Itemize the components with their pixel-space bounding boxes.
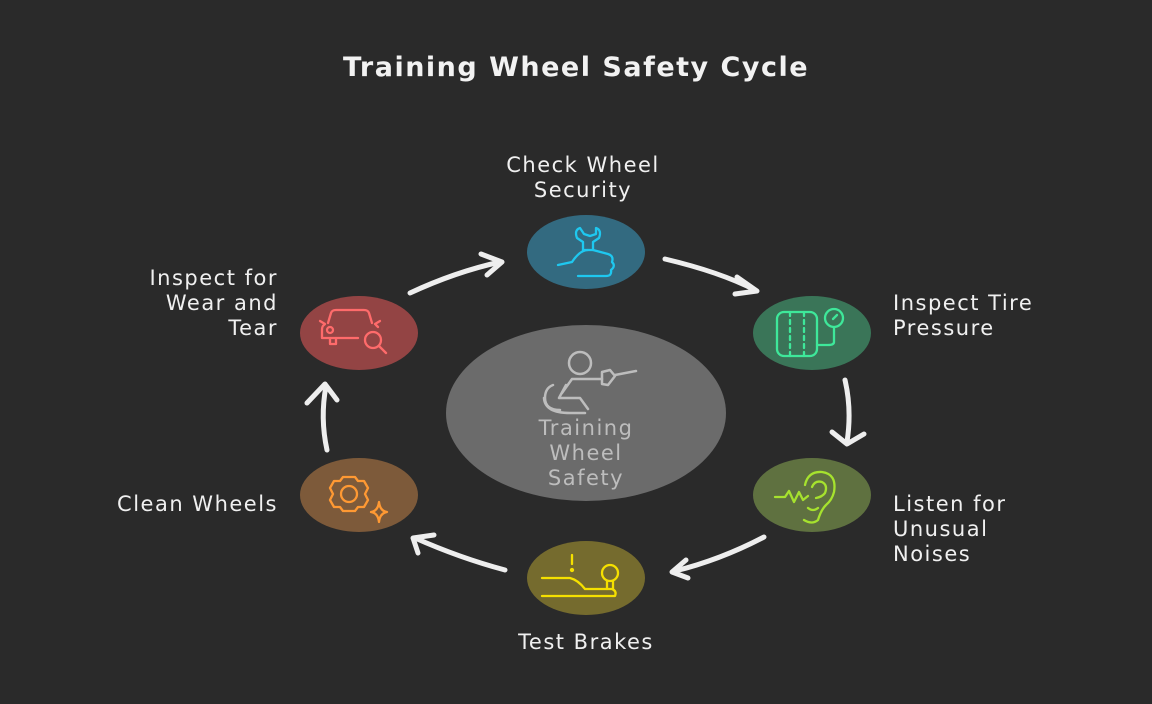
step-label-line: Check Wheel: [506, 153, 660, 177]
step-label-line: Inspect for: [149, 266, 278, 290]
arrow-4-to-5: [410, 532, 508, 573]
arrow-2-to-3: [829, 377, 867, 447]
step-label-line: Inspect Tire: [893, 291, 1034, 315]
step-label-line: Tear: [228, 316, 278, 340]
brake-lever-icon: [540, 553, 620, 598]
step-node-test-brakes: [527, 541, 645, 615]
arrow-1-to-2: [662, 256, 760, 297]
center-label-line: Training: [538, 416, 634, 440]
step-node-listen-for-unusual-noises: [753, 458, 871, 532]
center-label-line: Wheel: [549, 441, 623, 465]
wrench-thumbs-up-icon: [556, 226, 615, 278]
step-node-inspect-for-wear-and-tear: [300, 296, 418, 370]
center-node: [446, 325, 726, 501]
step-label-line: Listen for: [893, 492, 1007, 516]
step-node-check-wheel-security: [527, 215, 645, 289]
arrow-6-to-1: [407, 251, 505, 296]
step-node-inspect-tire-pressure: [753, 296, 871, 370]
ear-sound-icon: [773, 470, 836, 524]
diagram-title: Training Wheel Safety Cycle: [342, 52, 810, 83]
center-label: Training Wheel Safety: [486, 416, 686, 491]
step-label-line: Unusual: [893, 517, 989, 541]
gear-sparkle-icon: [328, 475, 389, 524]
arrow-3-to-4: [669, 534, 767, 581]
step-label-test-brakes: Test Brakes: [476, 630, 696, 655]
step-label-line: Wear and: [165, 291, 278, 315]
step-label-line: Security: [533, 178, 633, 202]
step-label-inspect-for-wear-and-tear: Inspect for Wear and Tear: [60, 266, 278, 341]
step-label-line: Noises: [893, 542, 972, 566]
arrow-5-to-6: [304, 381, 340, 453]
wheelchair-rider-icon: [542, 350, 638, 415]
step-label-clean-wheels: Clean Wheels: [40, 492, 278, 517]
step-label-line: Test Brakes: [518, 630, 654, 654]
step-label-line: Clean Wheels: [117, 492, 278, 516]
car-magnifier-icon: [318, 308, 388, 355]
step-label-listen-for-unusual-noises: Listen for Unusual Noises: [893, 492, 1007, 567]
center-label-line: Safety: [547, 466, 625, 490]
step-label-check-wheel-security: Check Wheel Security: [478, 153, 688, 203]
step-label-line: Pressure: [893, 316, 995, 340]
tire-gauge-icon: [775, 307, 845, 358]
step-label-inspect-tire-pressure: Inspect Tire Pressure: [893, 291, 1033, 341]
step-node-clean-wheels: [300, 458, 418, 532]
